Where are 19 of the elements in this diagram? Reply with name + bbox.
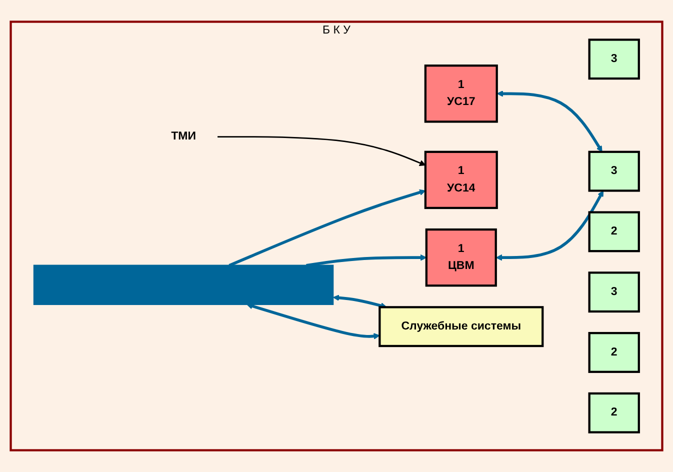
node-box (424, 150, 498, 210)
node-box (588, 38, 640, 80)
node-box (588, 272, 640, 313)
arrow (218, 136, 426, 166)
node-bar (33, 264, 334, 306)
arrow (228, 189, 426, 267)
node-box (424, 64, 498, 123)
node-box (588, 392, 640, 434)
node-box (378, 306, 544, 348)
node-box (425, 228, 497, 287)
arrow (332, 294, 387, 309)
arrow (496, 90, 602, 152)
node-box (588, 211, 640, 252)
arrow (306, 254, 427, 267)
arrow (496, 190, 604, 261)
node-box (588, 332, 640, 373)
arrow (246, 303, 380, 340)
node-text: ТМИ (171, 130, 196, 143)
node-box (588, 150, 640, 192)
